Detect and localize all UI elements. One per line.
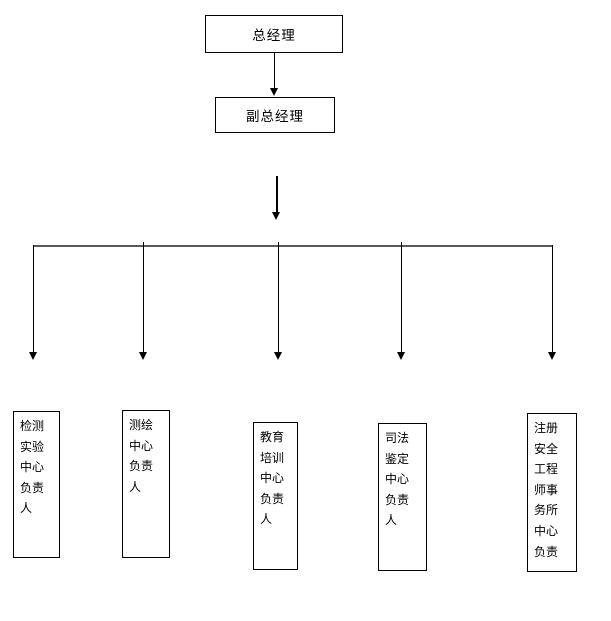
org-box-general-manager-label: 总经理 xyxy=(252,28,296,44)
org-box-general-manager: 总经理 xyxy=(205,15,343,53)
connector-drop-3-line xyxy=(277,242,279,352)
connector-gm-to-deputy-line xyxy=(273,53,275,88)
connector-rail-line xyxy=(33,245,553,247)
connector-drop-5-line xyxy=(551,245,553,352)
org-box-judicial-authentication-center: 司法 鉴定 中心 负责 人 xyxy=(378,423,427,571)
connector-drop-1-arrowhead-icon xyxy=(28,352,37,360)
connector-gm-to-deputy-arrowhead-icon xyxy=(269,88,278,96)
connector-deputy-to-rail-arrowhead-icon xyxy=(272,212,280,220)
connector-drop-2-arrowhead-icon xyxy=(138,352,147,360)
connector-drop-1-line xyxy=(32,245,34,352)
connector-deputy-to-rail-line xyxy=(276,176,278,212)
connector-drop-3-arrowhead-icon xyxy=(273,352,282,360)
connector-drop-4-arrowhead-icon xyxy=(396,352,405,360)
org-box-deputy-general-manager-label: 副总经理 xyxy=(246,109,304,125)
org-box-testing-experiment-center: 检测 实验 中心 负责 人 xyxy=(13,411,60,558)
org-box-education-training-center: 教育 培训 中心 负责 人 xyxy=(253,422,298,570)
connector-drop-5-arrowhead-icon xyxy=(547,352,556,360)
connector-drop-2-line xyxy=(142,242,144,352)
org-box-deputy-general-manager: 副总经理 xyxy=(215,97,335,133)
connector-drop-4-line xyxy=(400,242,402,352)
org-box-surveying-mapping-center: 测绘 中心 负责 人 xyxy=(122,410,170,558)
org-box-registered-safety-engineer-office-center: 注册 安全 工程 师事 务所 中心 负责 xyxy=(527,413,577,572)
